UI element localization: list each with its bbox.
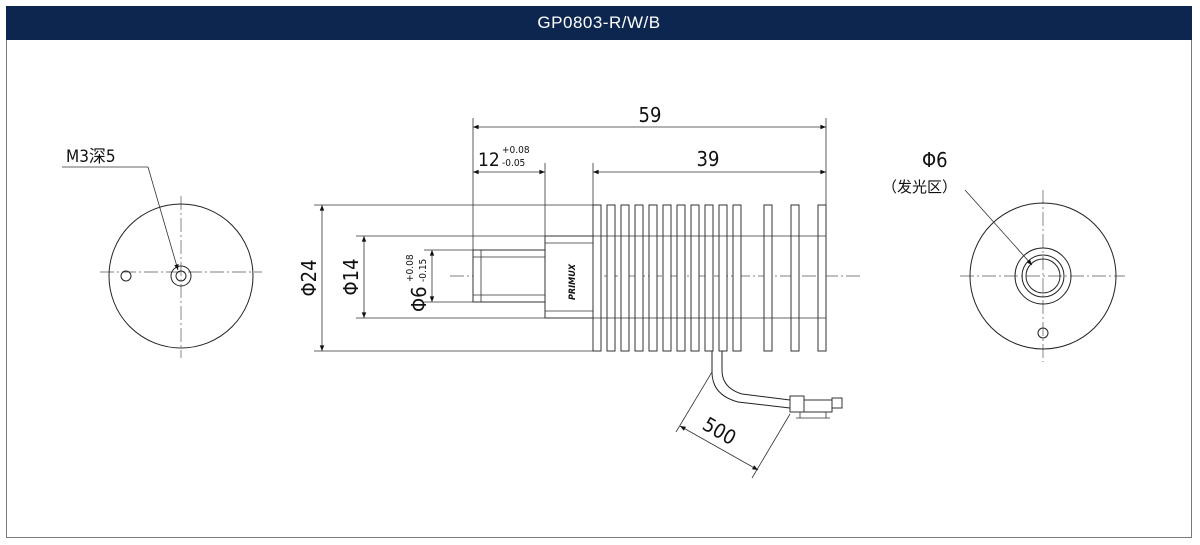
fin: [817, 204, 827, 352]
lens-tube: [472, 249, 546, 303]
dim-front-tol-minus: -0.05: [502, 158, 525, 169]
dim-line-cable: [679, 425, 759, 471]
dim-outer-dia-label: Φ24: [297, 259, 321, 296]
cable-lower: [721, 351, 791, 401]
fin: [790, 204, 800, 352]
cable-connector: [789, 395, 843, 419]
emit-area-label: （发光区）: [882, 178, 957, 196]
right-outer-circle: [969, 202, 1117, 350]
right-lens-outer-circle: [1021, 254, 1065, 298]
dim-body-dia-label: Φ14: [339, 258, 363, 295]
dim-lens-tol-plus: +0.08: [405, 254, 416, 282]
fin: [690, 204, 700, 352]
dim-heatsink-label: 39: [697, 147, 720, 171]
fin: [648, 204, 658, 352]
fin: [763, 204, 773, 352]
heatsink-fins: [592, 204, 827, 352]
left-boss-circle: [170, 265, 192, 287]
brand-mark: PRIMUX: [568, 263, 578, 300]
thread-label: M3深5: [66, 147, 116, 167]
fin: [676, 204, 686, 352]
header-bar: GP0803-R/W/B: [6, 6, 1192, 40]
right-end-view: Φ6 （发光区）: [882, 148, 1125, 362]
side-view: PRIMUX: [297, 103, 860, 479]
emit-leader-arrow: [964, 189, 1033, 266]
fin: [732, 204, 742, 352]
connector-tip: [831, 397, 843, 409]
right-body-circle: [1014, 247, 1072, 305]
thread-leader-arrow: [147, 166, 179, 271]
dim-front-tol-plus: +0.08: [502, 145, 530, 156]
left-pin-hole: [120, 270, 132, 282]
dim-lens-dia-group: Φ6 +0.08 -0.15: [405, 254, 431, 312]
dim-front-base: 12: [478, 149, 500, 171]
fin: [592, 204, 602, 352]
product-title: GP0803-R/W/B: [537, 13, 661, 32]
right-emit-circle: [1025, 258, 1061, 294]
ext-line-cable-end: [751, 413, 791, 479]
fin: [620, 204, 630, 352]
fin: [718, 204, 728, 352]
ext-line-cable-start: [675, 371, 713, 433]
dim-lens-tol-minus: -0.15: [418, 259, 429, 282]
emit-dia-label: Φ6: [922, 148, 948, 172]
left-outer-circle: [108, 203, 254, 349]
fin: [662, 204, 672, 352]
connector-body: [789, 395, 805, 413]
left-thread-hole: [175, 270, 187, 282]
body-collar: [544, 235, 594, 319]
dim-lens-dia-base: Φ6: [407, 286, 431, 312]
right-pin-hole: [1037, 327, 1049, 339]
fin: [634, 204, 644, 352]
fin: [606, 204, 616, 352]
dim-total-label: 59: [639, 103, 662, 127]
left-end-view: M3深5: [62, 147, 262, 358]
dim-cable-label: 500: [699, 412, 741, 450]
fin: [704, 204, 714, 352]
connector-housing: [803, 399, 833, 413]
